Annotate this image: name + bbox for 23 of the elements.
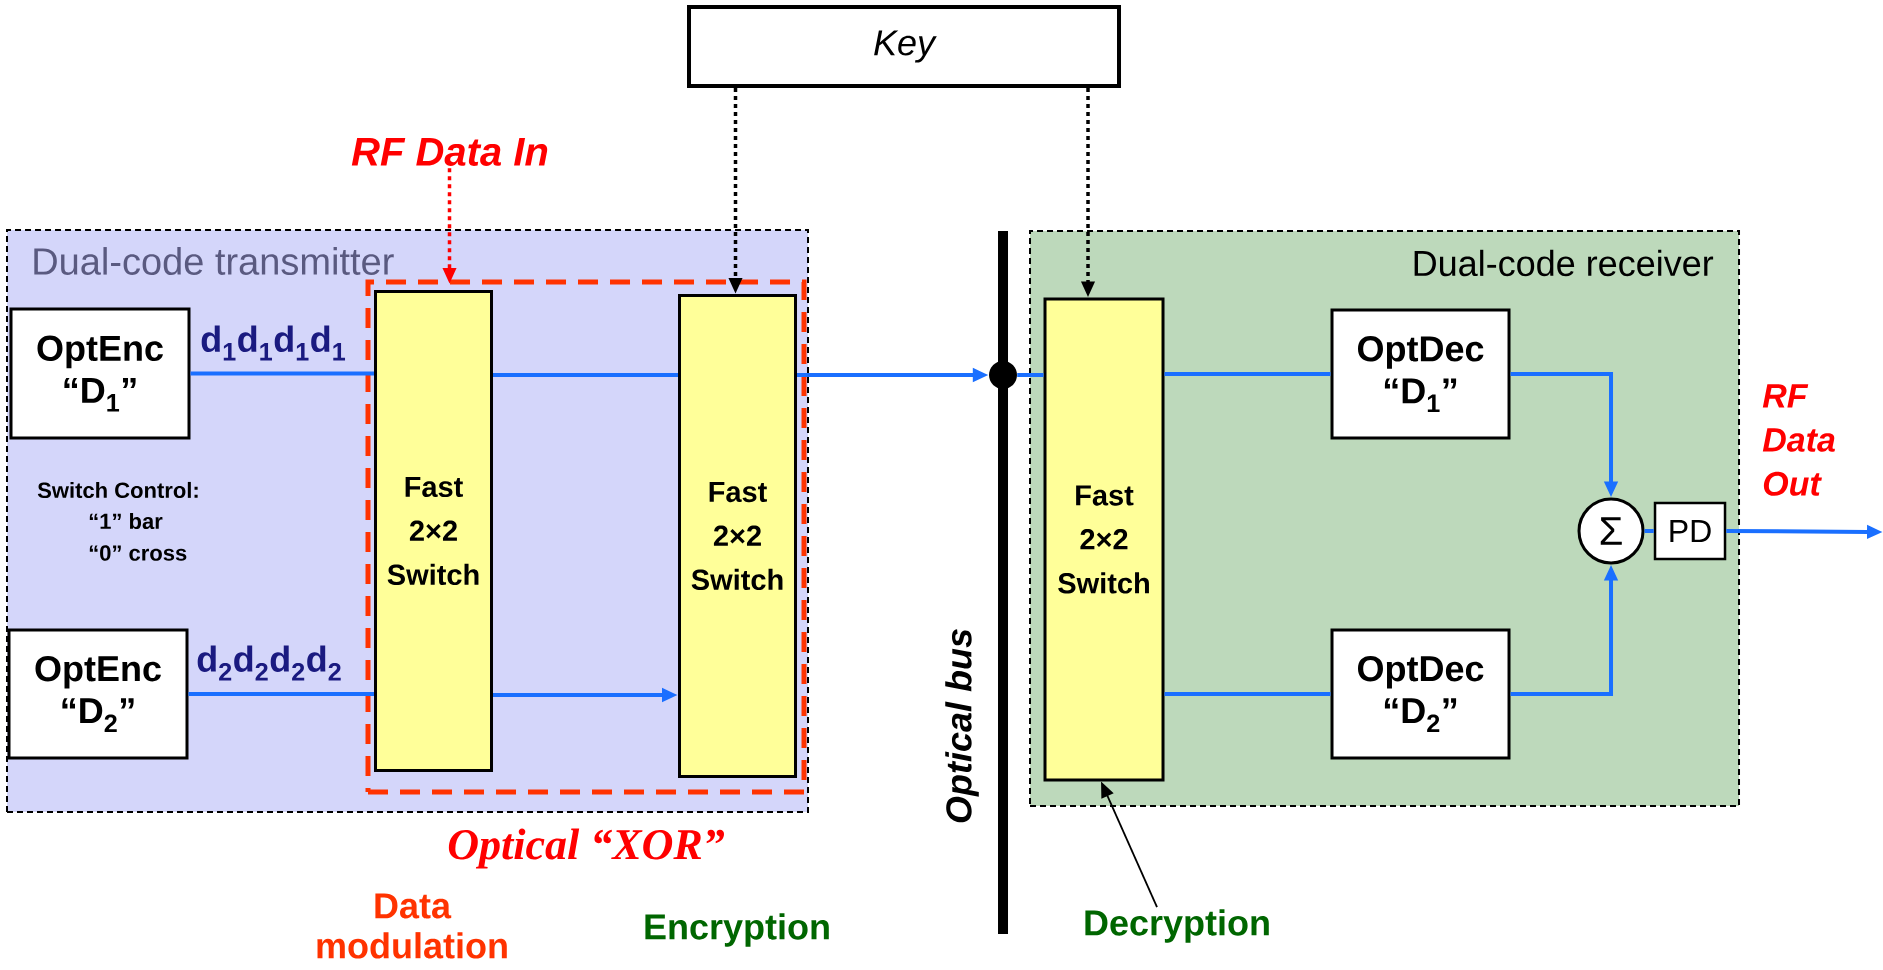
stage-label: Data modulation [317, 893, 507, 959]
switch-box: Fast 2×2 Switch [1043, 297, 1165, 782]
node-label: Optical “XOR” [448, 828, 725, 869]
output-label: RF Data Out [1762, 384, 1835, 496]
legend-heading: Switch Control: [37, 481, 198, 499]
data-stream-label: d$_{2}$d$_{2}$d$_{2}$d$_{2}$ [197, 645, 341, 681]
summing-junction: Σ [1577, 497, 1645, 565]
bus-label: Optical bus [945, 629, 979, 823]
decoder-box: OptDec “D$_{2}$” [1330, 628, 1511, 760]
key-box: Key [687, 5, 1121, 88]
legend-text: “1” bar [89, 512, 163, 530]
encoder-box: OptEnc “D$_{1}$” [9, 307, 191, 440]
switch-box: Fast 2×2 Switch [374, 290, 493, 772]
photodetector-box: PD [1653, 501, 1727, 561]
stage-label: Encryption [645, 913, 829, 947]
input-label: RF Data In [351, 138, 548, 166]
legend-text: “0” cross [89, 545, 187, 561]
encoder-box: OptEnc “D$_{2}$” [7, 628, 189, 760]
bus-junction-dot [989, 361, 1017, 389]
switch-box: Fast 2×2 Switch [678, 294, 797, 778]
data-stream-label: d$_{1}$d$_{1}$d$_{1}$d$_{1}$ [201, 325, 345, 361]
stage-label: Decryption [1085, 909, 1269, 943]
decoder-box: OptDec “D$_{1}$” [1330, 308, 1511, 440]
